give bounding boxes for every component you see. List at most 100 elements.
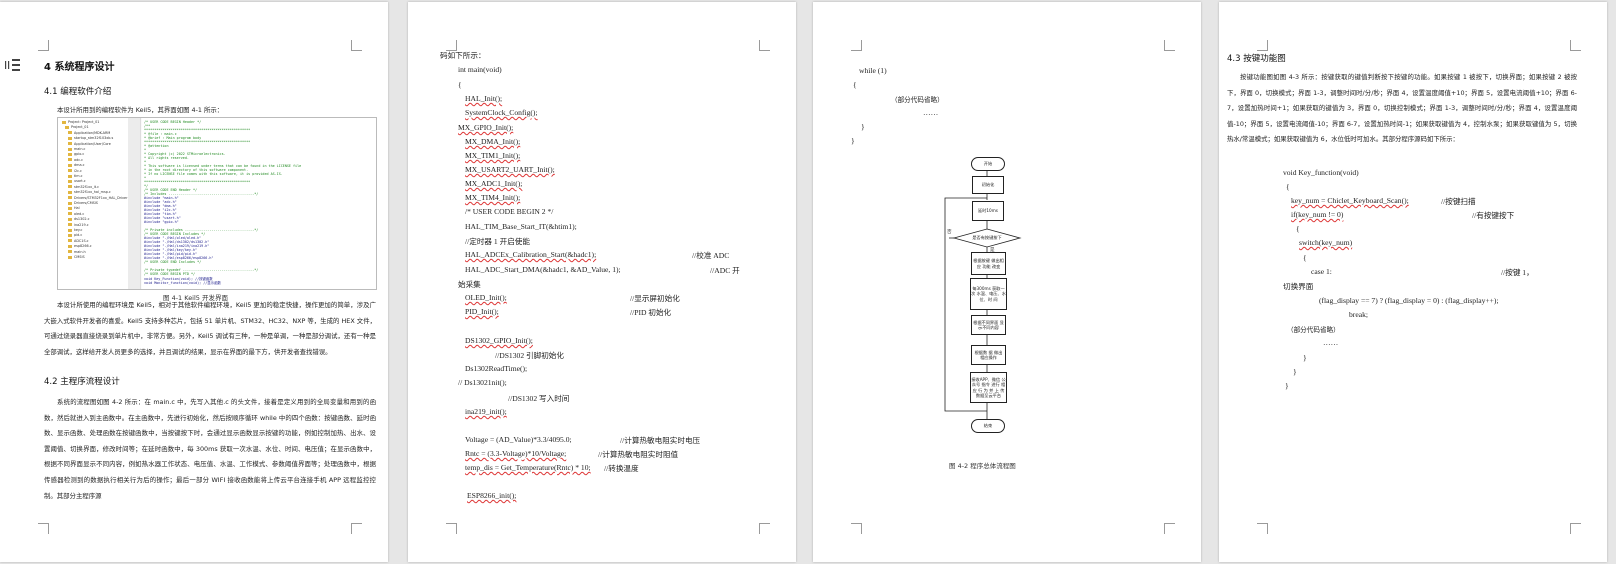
code-omitted-note: （部分代码省略） bbox=[891, 96, 944, 104]
project-tree-item[interactable]: usart.c bbox=[68, 179, 86, 183]
project-tree-label: key.c bbox=[74, 228, 83, 232]
folder-icon bbox=[68, 174, 72, 178]
crop-mark bbox=[38, 523, 49, 534]
project-tree-item[interactable]: ina219.c bbox=[68, 223, 89, 227]
editor-code-line: ****************************************… bbox=[144, 128, 251, 132]
paragraph: 本设计所使用的编程环境是 Keil5，相对于其他软件编程环境，Keil5 更加的… bbox=[44, 301, 376, 356]
project-tree-item[interactable]: key.c bbox=[68, 228, 82, 232]
editor-code-line: /** bbox=[144, 124, 151, 128]
document-page-1: 4 系统程序设计 4.1 编程软件介绍 本设计所用到的编程软件为 Keil5，其… bbox=[0, 2, 388, 562]
editor-code-line: #include "tim.h" bbox=[144, 212, 177, 216]
code-line: MX_DMA_Init(); bbox=[465, 137, 521, 146]
project-tree-label: adc.c bbox=[74, 157, 84, 162]
code-line: …… bbox=[923, 108, 939, 117]
crop-mark bbox=[851, 40, 862, 51]
crop-mark bbox=[351, 40, 362, 51]
code-line: SystemClock_Config(); bbox=[465, 108, 538, 117]
code-line: /* USER CODE BEGIN 2 */ bbox=[465, 207, 554, 216]
project-tree-item[interactable]: oled.c bbox=[68, 212, 84, 216]
code-line: case 1: bbox=[1311, 267, 1332, 276]
folder-icon bbox=[68, 147, 72, 151]
code-comment: //校准 ADC bbox=[692, 251, 730, 260]
crop-mark bbox=[759, 523, 770, 534]
flowchart-connectors bbox=[944, 170, 1022, 419]
editor-code-line: * Copyright (c) 2022 STMicroelectronics. bbox=[144, 152, 226, 156]
editor-code-line: /* Private typedef ---------------------… bbox=[144, 268, 259, 272]
project-tree-item[interactable]: dma.c bbox=[68, 163, 84, 167]
project-tree-label: startup_stm32f103xb.s bbox=[74, 136, 114, 141]
project-tree-item[interactable]: Project_01 bbox=[65, 125, 89, 129]
project-tree-item[interactable]: esp8266.c bbox=[68, 244, 92, 248]
project-tree-item[interactable]: Application/MDK-ARM bbox=[68, 131, 110, 135]
project-tree-item[interactable]: Project: Project_01 bbox=[62, 120, 99, 124]
layout-options-icon[interactable] bbox=[4, 59, 22, 71]
project-tree-item[interactable]: main.h bbox=[68, 250, 86, 254]
folder-icon bbox=[68, 190, 72, 194]
project-tree-item[interactable]: ds1302.c bbox=[68, 217, 90, 221]
flowchart-process: 根据数 据 做出 相应操作 bbox=[971, 345, 1006, 365]
folder-icon bbox=[68, 158, 72, 162]
project-tree-item[interactable]: pid.c bbox=[68, 233, 82, 237]
editor-code-line: #include "usart.h" bbox=[144, 216, 181, 220]
folder-icon bbox=[68, 212, 72, 216]
editor-code-line: /* USER CODE BEGIN PTD */ bbox=[144, 272, 196, 276]
code-comment: //计算热敏电阻实时电压 bbox=[620, 436, 701, 445]
project-tree-item[interactable]: main.c bbox=[68, 147, 85, 151]
editor-code-line: /* USER CODE END Header */ bbox=[144, 188, 198, 192]
document-page-4: 4.3 按键功能图 按键功能图如图 4-3 所示：按键获取的键值判断按下按键的功… bbox=[1219, 2, 1607, 562]
crop-mark bbox=[851, 523, 862, 534]
code-line: HAL_Init(); bbox=[465, 94, 503, 103]
project-tree-label: ADC1S.c bbox=[74, 238, 89, 243]
project-tree-item[interactable]: gpio.c bbox=[68, 152, 84, 156]
folder-icon bbox=[68, 201, 72, 205]
project-tree-item[interactable]: adc.c bbox=[68, 158, 83, 162]
project-tree-label: tim.c bbox=[74, 174, 83, 178]
editor-code-line: #include "main.h" bbox=[144, 196, 179, 200]
code-line: 码如下所示： bbox=[440, 51, 486, 60]
project-tree-item[interactable]: tim.c bbox=[68, 174, 83, 178]
editor-code-line: #include "./Hal/ina219/ina219.h" bbox=[144, 244, 210, 248]
project-tree-item[interactable]: Drivers/STM32F1xx_HAL_Driver bbox=[68, 196, 128, 200]
project-tree-item[interactable]: CMSIS bbox=[68, 255, 85, 259]
folder-icon bbox=[68, 131, 72, 135]
folder-icon bbox=[68, 163, 72, 167]
project-tree-item[interactable]: Hal bbox=[68, 206, 80, 210]
code-line: Voltage = (AD_Value)*3.3/4095.0; bbox=[465, 435, 572, 444]
flowchart-start: 开始 bbox=[971, 157, 1005, 171]
crop-mark bbox=[759, 40, 770, 51]
project-tree-item[interactable]: stm32f1xx_it.c bbox=[68, 185, 99, 189]
crop-mark bbox=[1570, 523, 1581, 534]
code-comment: //DS1302 引脚初始化 bbox=[495, 351, 564, 360]
project-tree-label: pid.c bbox=[74, 233, 83, 238]
code-line: ESP8266_init(); bbox=[467, 491, 517, 500]
code-line: { bbox=[458, 80, 462, 89]
crop-mark bbox=[446, 523, 457, 534]
code-comment: //PID 初始化 bbox=[630, 308, 672, 317]
code-line: …… bbox=[1323, 338, 1339, 347]
project-tree-label: Project_01 bbox=[71, 125, 89, 130]
flowchart-init: 初始化 bbox=[972, 176, 1004, 194]
folder-icon bbox=[68, 223, 72, 227]
project-tree-item[interactable]: stm32f1xx_hal_msp.c bbox=[68, 190, 111, 194]
project-tree-item[interactable]: Application/User/Core bbox=[68, 142, 111, 146]
subsection-title: 4.3 按键功能图 bbox=[1227, 54, 1286, 64]
flowchart-no-label: 否 bbox=[947, 230, 952, 235]
project-tree-item[interactable]: Drivers/CMSIS bbox=[68, 201, 98, 205]
code-line: } bbox=[1285, 381, 1289, 390]
project-tree-label: i2c.c bbox=[74, 168, 82, 173]
project-tree-label: ds1302.c bbox=[74, 217, 90, 222]
code-line: MX_USART2_UART_Init(); bbox=[465, 165, 555, 174]
code-comment: //显示屏初始化 bbox=[630, 294, 680, 303]
project-tree-item[interactable]: i2c.c bbox=[68, 169, 82, 173]
project-tree-label: CMSIS bbox=[74, 255, 85, 259]
folder-icon bbox=[68, 244, 72, 248]
code-omitted-note: （部分代码省略） bbox=[1287, 326, 1340, 334]
editor-code-line: void Key_Function(void); //按键函数 bbox=[144, 277, 213, 281]
editor-code-line: ****************************************… bbox=[144, 140, 251, 144]
flowchart-yes-label: 是 bbox=[990, 248, 995, 253]
folder-icon bbox=[68, 206, 72, 210]
code-comment: //转换温度 bbox=[604, 464, 639, 473]
project-tree-item[interactable]: startup_stm32f103xb.s bbox=[68, 136, 113, 140]
crop-mark bbox=[1257, 40, 1268, 51]
project-tree-item[interactable]: ADC1S.c bbox=[68, 239, 89, 243]
